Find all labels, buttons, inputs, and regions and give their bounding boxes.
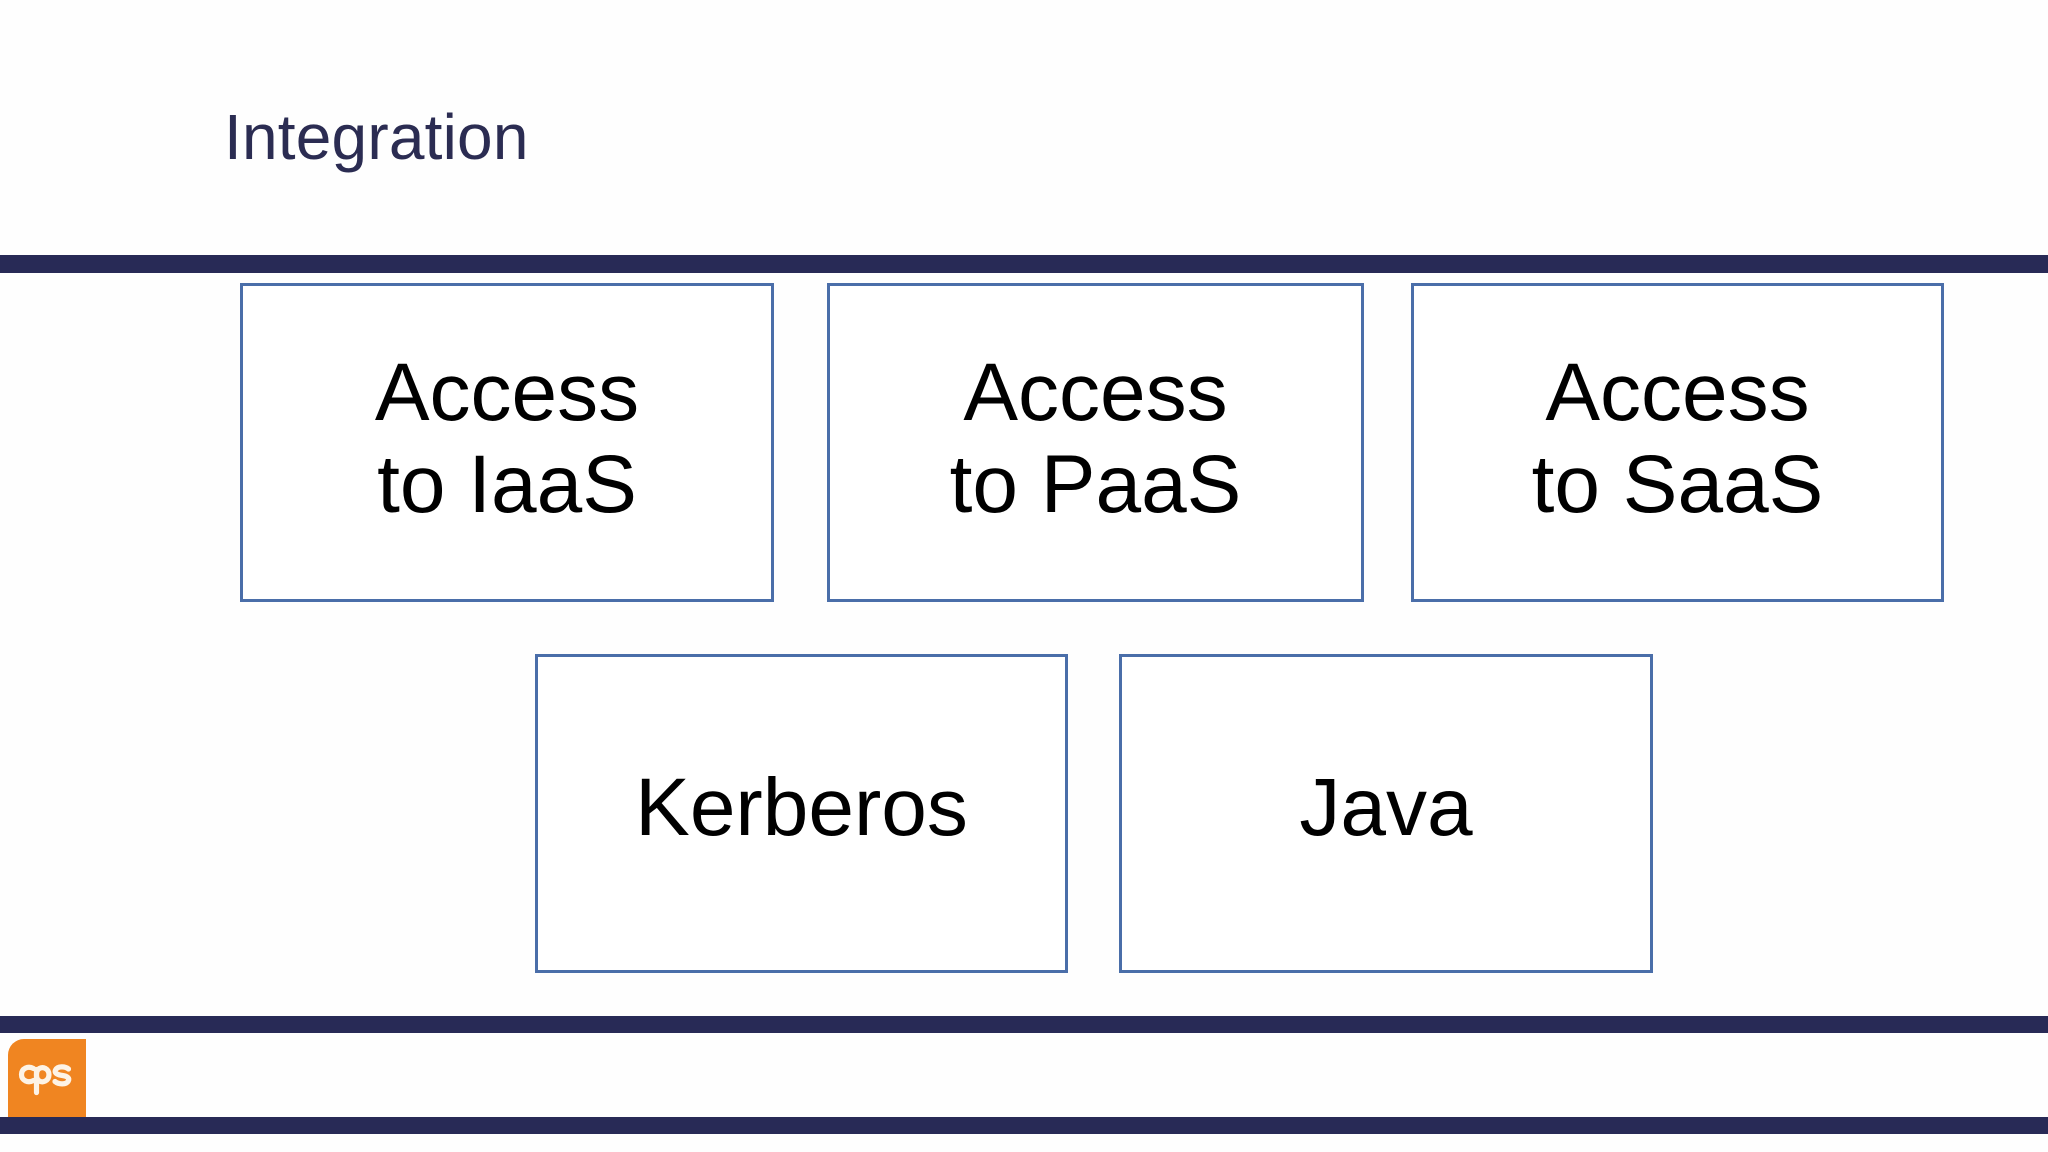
diagram-box-iaas[interactable]: Access to IaaS [240, 283, 774, 602]
diagram-box-java[interactable]: Java [1119, 654, 1653, 973]
diagram-box-paas[interactable]: Access to PaaS [827, 283, 1364, 602]
diagram-box-label: Kerberos [635, 761, 968, 853]
footer-divider-rule-bottom [0, 1117, 2048, 1134]
diagram-box-label: Access to IaaS [374, 346, 640, 530]
diagram-box-label: Java [1299, 761, 1473, 853]
diagram-box-label: Access to PaaS [949, 346, 1242, 530]
cps-logo-icon [8, 1039, 86, 1117]
page-title: Integration [224, 101, 529, 173]
diagram-box-saas[interactable]: Access to SaaS [1411, 283, 1944, 602]
diagram-box-kerberos[interactable]: Kerberos [535, 654, 1068, 973]
footer-divider-rule-top [0, 1016, 2048, 1033]
title-divider-rule [0, 255, 2048, 273]
diagram-box-label: Access to SaaS [1531, 346, 1824, 530]
